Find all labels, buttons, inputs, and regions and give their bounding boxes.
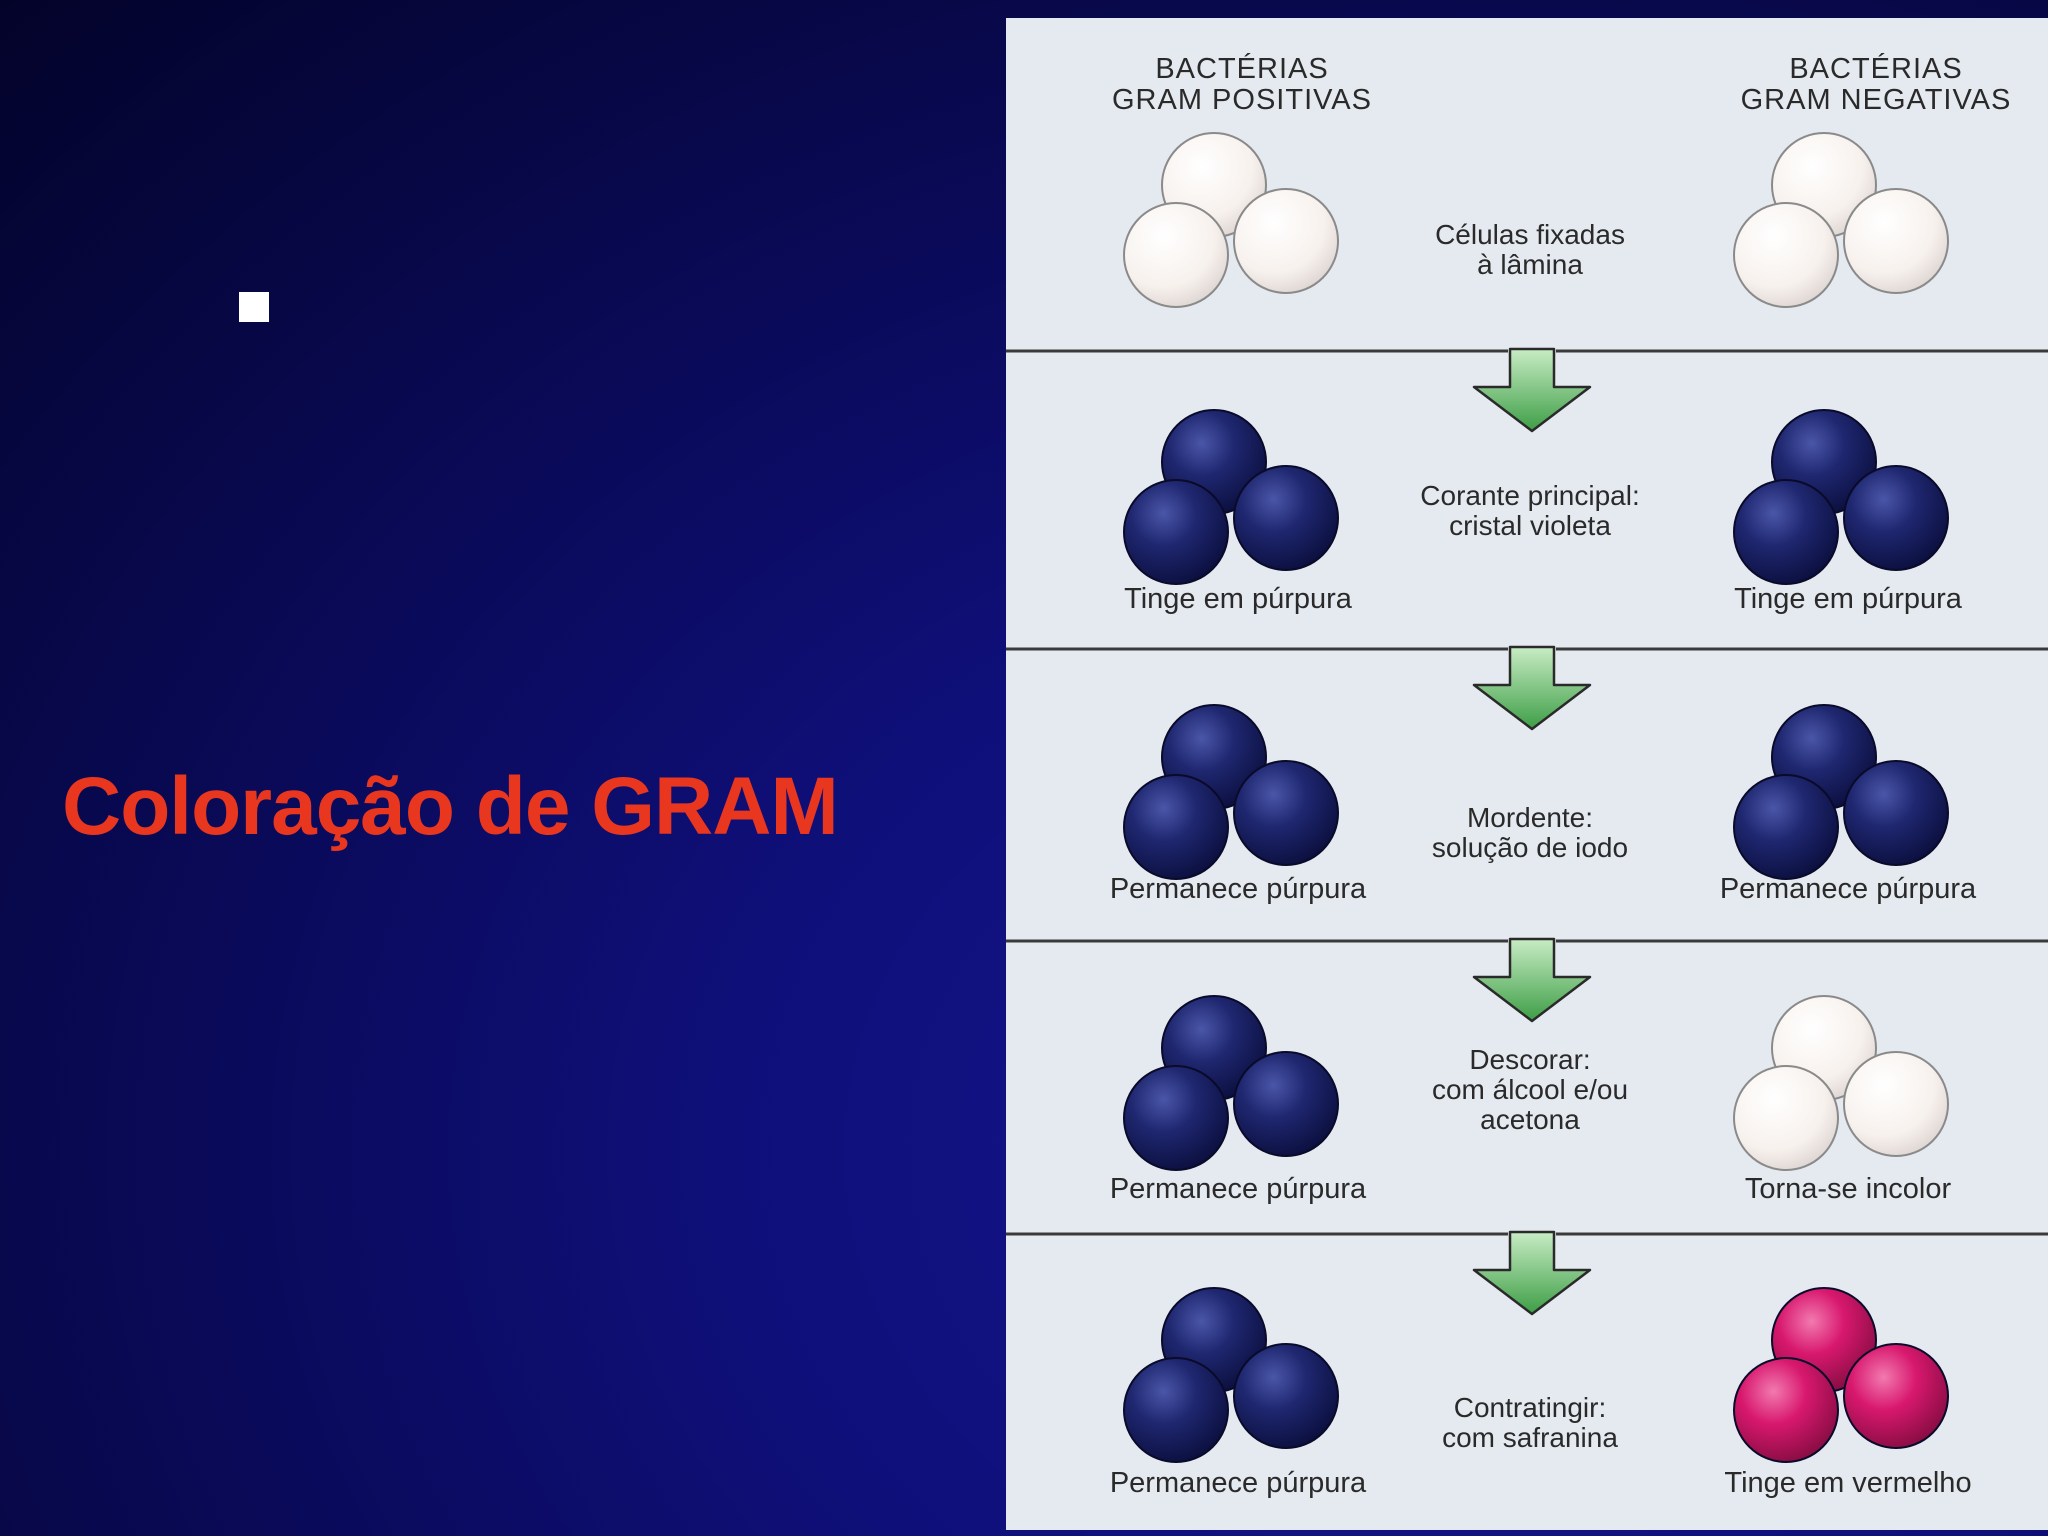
gram-positive-cluster [1123, 132, 1339, 308]
gram-negative-result: Permanece púrpura [1719, 873, 1977, 905]
bacterium-cell [1233, 465, 1339, 571]
step-label: cristal violeta [1449, 510, 1611, 541]
down-arrow-icon [1472, 937, 1592, 1023]
step-label: Células fixadas [1435, 219, 1625, 250]
diagram-canvas [1006, 132, 2048, 1463]
bacterium-cell [1123, 202, 1229, 308]
bacterium-cell [1733, 479, 1839, 585]
gram-negative-cluster [1733, 1287, 1949, 1463]
gram-negative-header: GRAM NEGATIVAS [1740, 84, 2012, 116]
bacterium-cell [1733, 774, 1839, 880]
gram-positive-result: Permanece púrpura [1109, 1467, 1367, 1499]
gram-negative-result: Tinge em vermelho [1724, 1467, 1972, 1499]
down-arrow-icon [1472, 645, 1592, 731]
bacterium-cell [1843, 188, 1949, 294]
step-label: acetona [1480, 1104, 1580, 1135]
gram-positive-result: Tinge em púrpura [1124, 583, 1352, 615]
bacterium-cell [1123, 1065, 1229, 1171]
bacterium-cell [1123, 1357, 1229, 1463]
gram-positive-cluster [1123, 409, 1339, 585]
step-label: com álcool e/ou [1431, 1074, 1629, 1105]
bacterium-cell [1843, 1051, 1949, 1157]
gram-negative-result: Tinge em púrpura [1734, 583, 1962, 615]
slide-title: Coloração de GRAM [62, 761, 839, 852]
step-label: com safranina [1442, 1422, 1618, 1453]
gram-positive-result: Permanece púrpura [1109, 873, 1367, 905]
step-label: solução de iodo [1431, 832, 1629, 863]
bacterium-cell [1233, 760, 1339, 866]
bacterium-cell [1733, 1357, 1839, 1463]
bacterium-cell [1233, 1343, 1339, 1449]
bacterium-cell [1843, 1343, 1949, 1449]
down-arrow-icon [1472, 347, 1592, 433]
bacterium-cell [1233, 1051, 1339, 1157]
gram-positive-cluster [1123, 704, 1339, 880]
bacterium-cell [1123, 774, 1229, 880]
gram-negative-cluster [1733, 995, 1949, 1171]
step-label: Mordente: [1466, 802, 1594, 833]
gram-positive-cluster [1123, 1287, 1339, 1463]
bacterium-cell [1123, 479, 1229, 585]
gram-positive-cluster [1123, 995, 1339, 1171]
gram-negative-cluster [1733, 704, 1949, 880]
bacterium-cell [1733, 1065, 1839, 1171]
gram-negative-result: Torna-se incolor [1744, 1173, 1952, 1205]
bacterium-cell [1233, 188, 1339, 294]
bacterium-cell [1733, 202, 1839, 308]
step-label: Corante principal: [1420, 480, 1640, 511]
gram-negative-cluster [1733, 132, 1949, 308]
bacterium-cell [1843, 760, 1949, 866]
bullet-marker [239, 292, 269, 322]
gram-positive-header: GRAM POSITIVAS [1111, 84, 1373, 116]
gram-negative-cluster [1733, 409, 1949, 585]
step-label: Descorar: [1469, 1044, 1591, 1075]
gram-negative-header: BACTÉRIAS [1789, 53, 1963, 85]
step-label: Contratingir: [1453, 1392, 1607, 1423]
down-arrow-icon [1472, 1230, 1592, 1316]
bacterium-cell [1843, 465, 1949, 571]
gram-positive-result: Permanece púrpura [1109, 1173, 1367, 1205]
step-label: à lâmina [1477, 249, 1583, 280]
gram-positive-header: BACTÉRIAS [1155, 53, 1329, 85]
